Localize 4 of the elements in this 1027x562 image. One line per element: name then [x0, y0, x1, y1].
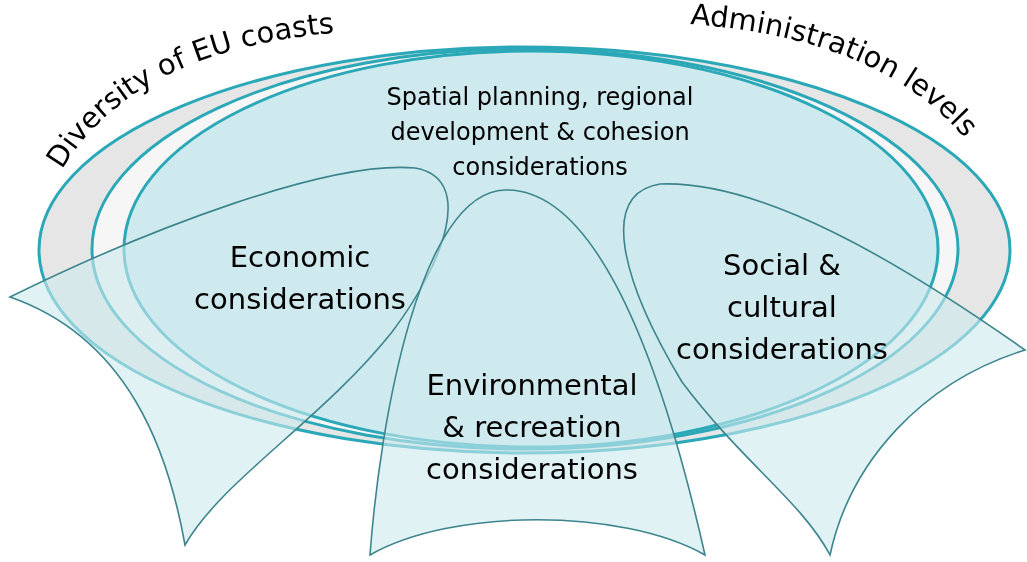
region-label: Economic considerations: [193, 239, 407, 319]
region-label: Spatial planning, regional development & cohesion considerations: [385, 83, 694, 183]
region-label: Social & cultural considerations: [675, 247, 889, 369]
region-label: Environmental & recreation considerations: [425, 367, 639, 489]
